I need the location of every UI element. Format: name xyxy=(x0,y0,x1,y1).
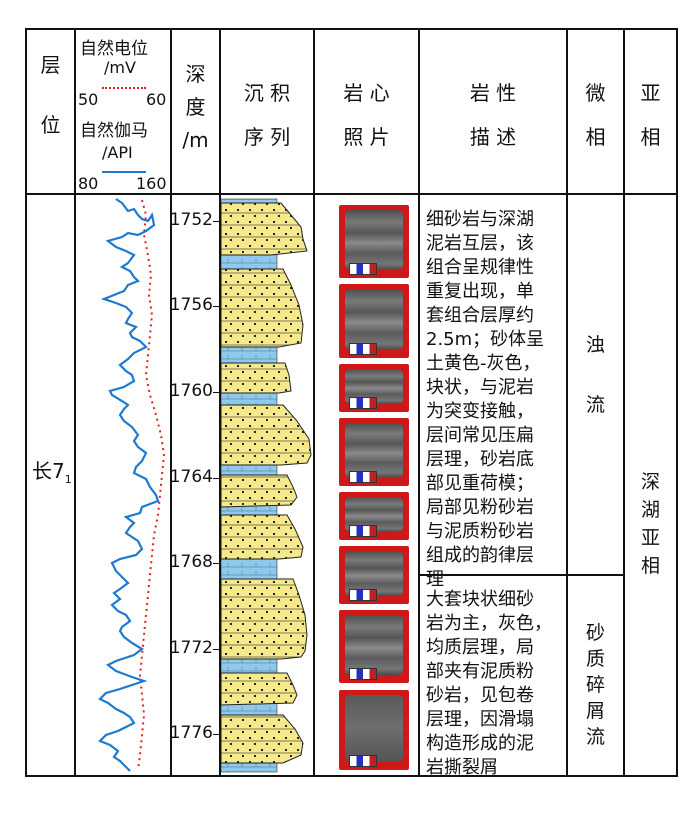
gr-unit: /API xyxy=(102,143,133,162)
depth-label-1756: 1756 xyxy=(169,295,213,315)
core-image xyxy=(345,695,403,762)
photo-scale xyxy=(349,263,377,275)
gr-title: 自然伽马 xyxy=(80,121,148,141)
sp-max: 60 xyxy=(146,90,167,109)
microfacies-turbidite: 浊 流 xyxy=(585,334,605,416)
layer-name: 长7 xyxy=(32,459,65,483)
photo-scale xyxy=(349,589,377,601)
gr-min: 80 xyxy=(78,174,99,193)
header-description: 岩 性 描 述 xyxy=(469,81,517,149)
photo-scale xyxy=(349,525,377,537)
photo-scale xyxy=(349,471,377,483)
sp-legend-line xyxy=(102,87,146,89)
col-border-7 xyxy=(623,28,625,777)
table-bottom-border xyxy=(25,775,678,777)
depth-label-1764: 1764 xyxy=(169,467,213,487)
header-sequence: 沉 积 序 列 xyxy=(243,81,291,149)
sand-beds xyxy=(221,202,312,764)
col-border-1 xyxy=(74,28,76,777)
core-photo-3 xyxy=(339,364,409,412)
photo-scale xyxy=(349,343,377,355)
header-bottom-border xyxy=(25,193,678,195)
core-image xyxy=(345,551,403,596)
core-photo-2 xyxy=(339,284,409,358)
photo-scale xyxy=(349,397,377,409)
facies-divider xyxy=(418,574,625,576)
col-border-2 xyxy=(170,28,172,777)
depth-label-1776: 1776 xyxy=(169,723,213,743)
sp-unit: /mV xyxy=(104,58,136,77)
depth-tick-1760 xyxy=(213,392,219,393)
sp-min: 50 xyxy=(78,90,99,109)
depth-label-1772: 1772 xyxy=(169,638,213,658)
core-photo-7 xyxy=(339,610,409,683)
core-photo-6 xyxy=(339,546,409,604)
layer-label: 长71 xyxy=(32,455,72,486)
photo-scale xyxy=(349,755,377,767)
gr-legend-line xyxy=(102,171,146,173)
lithology-description-1: 细砂岩与深湖 泥岩互层，该 组合呈规律性 重复出现，单 套组合层厚约 2.5m；… xyxy=(426,209,545,590)
header-photo: 岩 心 照 片 xyxy=(343,81,390,149)
depth-tick-1752 xyxy=(213,221,219,222)
table-top-border xyxy=(25,28,678,30)
header-microfacies: 微 相 xyxy=(585,81,606,149)
col-border-6 xyxy=(566,28,568,777)
layer-subscript: 1 xyxy=(64,473,72,486)
lithology-description-2: 大套块状细砂 岩为主，灰色， 均质层理，局 部夹有泥质粉 砂岩，见包卷 层理，因… xyxy=(426,589,552,778)
depth-tick-1764 xyxy=(213,478,219,479)
photo-scale xyxy=(349,668,377,680)
subfacies-deep-lake: 深 湖 亚 相 xyxy=(640,471,660,577)
core-photo-5 xyxy=(339,492,409,540)
core-photo-4 xyxy=(339,418,409,486)
gr-curve xyxy=(98,198,160,772)
gr-max: 160 xyxy=(136,174,167,193)
header-logs: 自然电位 /mV 50 60 自然伽马 /API 80 160 xyxy=(76,30,170,193)
depth-label-1760: 1760 xyxy=(169,381,213,401)
col-border-8 xyxy=(676,28,678,777)
depth-tick-1776 xyxy=(213,734,219,735)
depth-tick-1768 xyxy=(213,563,219,564)
sedimentary-sequence xyxy=(221,198,312,773)
header-depth: 深 度 /m xyxy=(182,62,209,152)
microfacies-debris-flow: 砂 质 碎 屑 流 xyxy=(585,622,605,748)
core-image xyxy=(345,615,403,675)
core-image xyxy=(345,210,403,270)
core-photo-1 xyxy=(339,205,409,278)
sp-title: 自然电位 xyxy=(80,39,148,59)
depth-tick-1772 xyxy=(213,649,219,650)
core-photo-8 xyxy=(339,690,409,770)
sp-curve xyxy=(137,199,166,771)
col-border-3 xyxy=(219,28,221,777)
header-layer: 层 位 xyxy=(40,53,61,137)
depth-column: 1752 1756 1760 1764 1768 1772 1776 xyxy=(169,195,219,775)
col-border-0 xyxy=(25,28,27,777)
core-image xyxy=(345,289,403,350)
log-curves xyxy=(98,198,166,772)
depth-label-1768: 1768 xyxy=(169,552,213,572)
core-image xyxy=(345,423,403,478)
col-border-4 xyxy=(313,28,315,777)
col-border-5 xyxy=(418,28,420,777)
depth-label-1752: 1752 xyxy=(169,210,213,230)
header-subfacies: 亚 相 xyxy=(640,81,661,149)
depth-tick-1756 xyxy=(213,306,219,307)
